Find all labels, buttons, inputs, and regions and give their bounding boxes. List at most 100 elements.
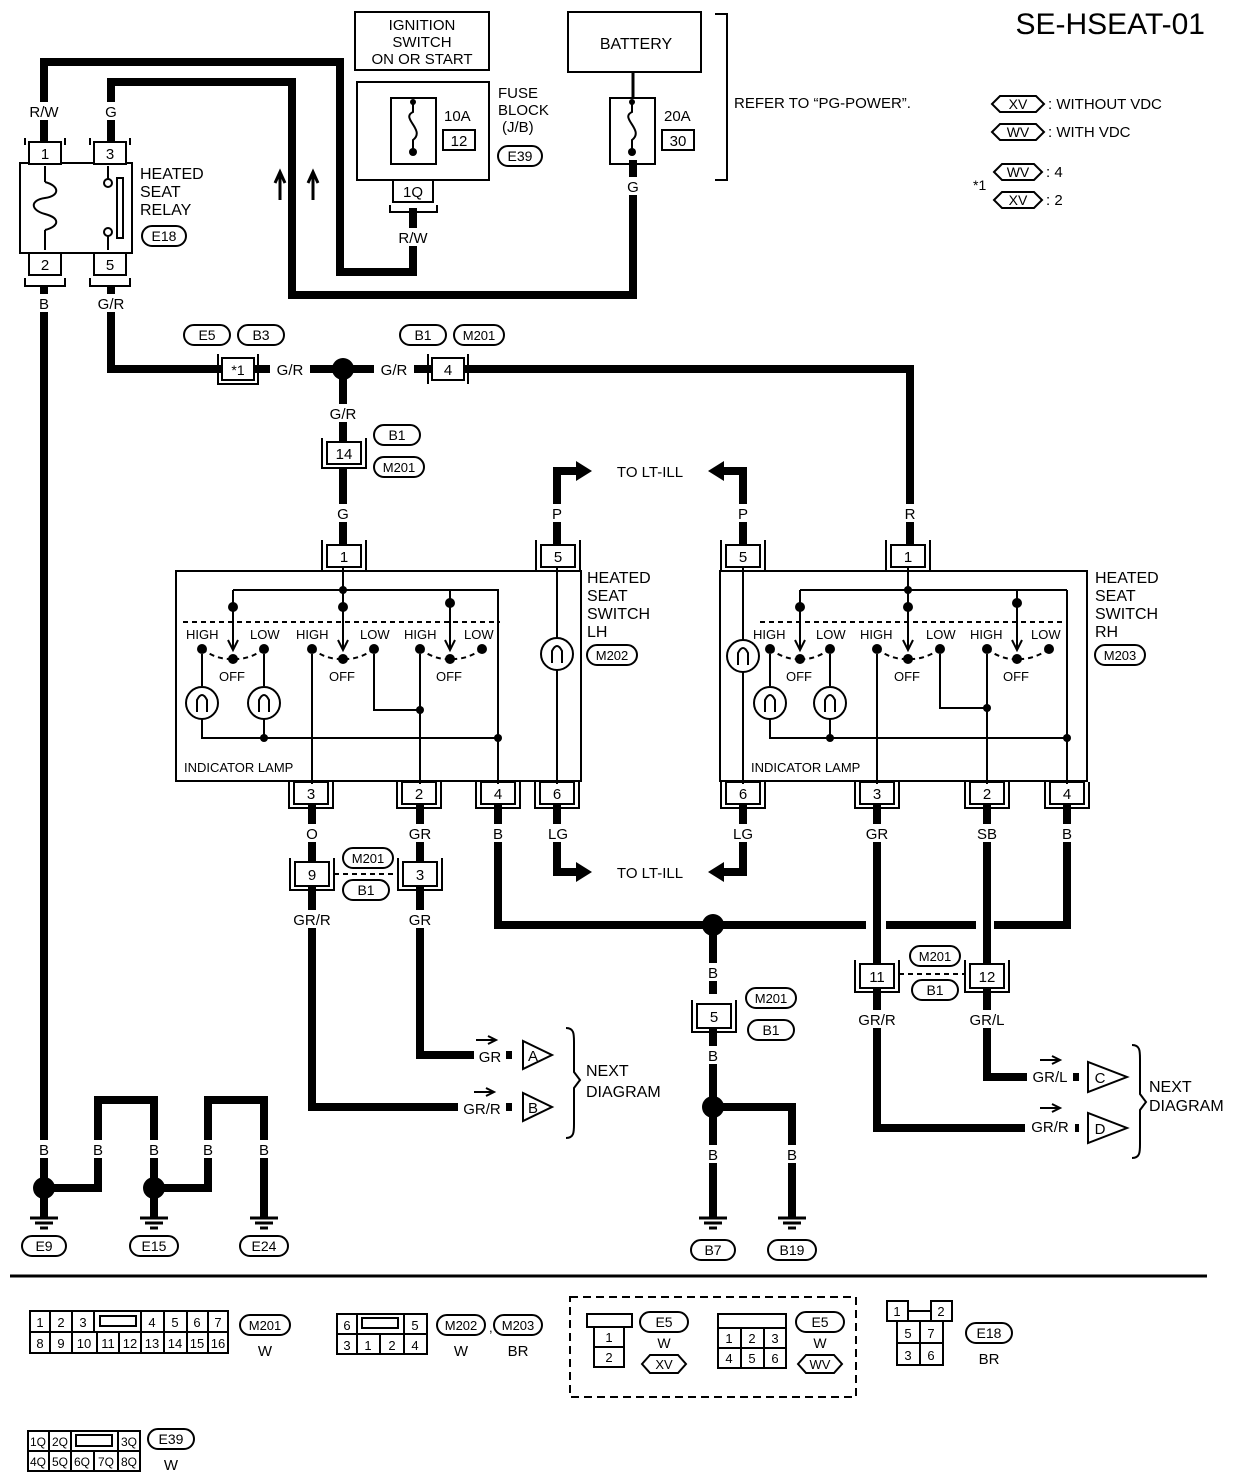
wire-g-lh: G (337, 506, 349, 523)
m201-pin-2: 2 (57, 1315, 64, 1330)
connector-face-e18: 1 2 5 7 3 6 E18 BR (886, 1300, 1013, 1368)
m203-face-name: M203 (502, 1318, 535, 1333)
m201-pin-7: 7 (214, 1315, 221, 1330)
legend-wv-2: WV (1007, 164, 1030, 180)
conn-e5: E5 (198, 327, 215, 343)
e39-pin-8q: 8Q (121, 1455, 137, 1469)
conn-12: 12 (979, 969, 996, 986)
to-lt-ill-bottom: TO LT-ILL (617, 865, 683, 882)
rh-term-4: 4 (1063, 786, 1071, 803)
m202-pin-4: 4 (411, 1338, 418, 1353)
conn-b3: B3 (252, 327, 269, 343)
lh-term-2: 2 (415, 786, 423, 803)
e18-pin-2: 2 (937, 1304, 944, 1319)
arrow-up-icon (306, 168, 320, 200)
conn-m201-b: M201 (383, 460, 416, 475)
conn-11: 11 (869, 969, 885, 986)
e18-pin-6: 6 (927, 1348, 934, 1363)
ground-b7: B7 (704, 1242, 721, 1258)
rh-term-1: 1 (904, 549, 912, 566)
m201-pin-14: 14 (168, 1336, 182, 1351)
legend-xv-value: : 2 (1046, 192, 1063, 209)
lh-connector: M202 (596, 648, 629, 663)
m202-face-sep: , (489, 1320, 493, 1335)
m202-face-color: W (454, 1343, 469, 1360)
legend-wv: WV (1007, 124, 1030, 140)
rh-label-3: SWITCH (1095, 606, 1158, 623)
fuse-10a: 10A (444, 108, 471, 125)
lh-off-3: OFF (436, 669, 462, 684)
connector-face-e5-xv: 1 2 E5 W XV (586, 1311, 689, 1374)
ground-e9-icon: E9 (21, 1216, 67, 1257)
wire-b-g1: B (93, 1142, 103, 1159)
ground-e15: E15 (142, 1238, 167, 1254)
fuse-block-label-1: FUSE (498, 85, 538, 102)
connector-face-m201: 1 2 3 4 5 6 7 8 9 10 11 12 13 14 15 16 M… (29, 1310, 291, 1360)
m201-pin-4: 4 (148, 1315, 155, 1330)
wire-gr-2: G/R (381, 362, 408, 379)
ground-e24: E24 (252, 1238, 277, 1254)
e5-variant-box (569, 1296, 857, 1398)
rh-high-3: HIGH (970, 627, 1003, 642)
refer-note: REFER TO “PG-POWER”. (734, 95, 911, 112)
relay-term-2: 2 (41, 257, 49, 274)
lh-off-2: OFF (329, 669, 355, 684)
conn-14: 14 (336, 446, 353, 463)
m203-face-color: BR (508, 1343, 529, 1360)
m201-pin-8: 8 (36, 1336, 43, 1351)
diagram-title: SE-HSEAT-01 (1015, 8, 1205, 41)
relay-label-3: RELAY (140, 202, 192, 219)
wire-b-e15: B (149, 1142, 159, 1159)
conn-m201-d: M201 (919, 949, 952, 964)
heated-seat-relay: 1 3 2 5 HEATED SEAT RELAY E18 (19, 138, 204, 287)
relay-coil-icon (32, 181, 58, 231)
connector-face-m202: 6 5 3 1 2 4 M202 , M203 W BR (336, 1313, 543, 1360)
e18-pin-7: 7 (927, 1326, 934, 1341)
e18-face-name: E18 (977, 1325, 1002, 1341)
lh-indicator-lamp-icon (247, 686, 281, 720)
wire-p-lh: P (552, 506, 562, 523)
ground-e9: E9 (35, 1238, 52, 1254)
arrow-up-icon (273, 168, 287, 200)
wire-b-e9: B (39, 1142, 49, 1159)
lh-low-1: LOW (250, 627, 280, 642)
e18-pin-3: 3 (904, 1348, 911, 1363)
m202-pin-2: 2 (388, 1338, 395, 1353)
e5xv-face-variant: XV (655, 1357, 673, 1372)
junction-b (702, 914, 724, 936)
conn-b1-d: B1 (926, 982, 943, 998)
conn-4: 4 (444, 362, 452, 379)
to-lt-ill: TO LT-ILL TO LT-ILL (576, 461, 724, 882)
wire-r-rh: R (905, 506, 916, 523)
junction-b-lower (702, 1096, 724, 1118)
ignition-label-1: IGNITION (389, 17, 456, 34)
conn-b1-e: B1 (762, 1022, 779, 1038)
e39-pin-2q: 2Q (52, 1435, 68, 1449)
rh-connector: M203 (1104, 648, 1137, 663)
rh-term-6: 6 (739, 786, 747, 803)
rh-off-3: OFF (1003, 669, 1029, 684)
fuse-20a: 20A (664, 108, 691, 125)
fuse-block-label-3: (J/B) (502, 119, 534, 136)
rh-off-2: OFF (894, 669, 920, 684)
e5xv-face-color: W (657, 1335, 671, 1351)
e39-pin-7q: 7Q (98, 1455, 114, 1469)
fuse-30: 30 (670, 133, 687, 150)
next-diagram-left-1: NEXT (586, 1063, 629, 1080)
wire-rw-relay: R/W (29, 104, 59, 121)
lh-high-1: HIGH (186, 627, 219, 642)
m201-pin-10: 10 (77, 1336, 91, 1351)
next-diagram-left: GR A GR/R B NEXT DIAGRAM (458, 1027, 661, 1139)
e5wv-pin-2: 2 (748, 1331, 755, 1346)
rh-indicator-lamp-icon (813, 686, 847, 720)
wire-b-j1: B (708, 965, 718, 982)
junction-e9 (33, 1177, 55, 1199)
next-diagram-right: GR/L C GR/R D NEXT DIAGRAM (1025, 1044, 1224, 1159)
wire-b-e24: B (259, 1142, 269, 1159)
e39-pin-1q: 1Q (30, 1435, 46, 1449)
lh-low-2: LOW (360, 627, 390, 642)
e39-pin-4q: 4Q (30, 1455, 46, 1469)
relay-label-2: SEAT (140, 184, 181, 201)
m201-pin-5: 5 (171, 1315, 178, 1330)
e5wv-face-variant: WV (810, 1357, 831, 1372)
